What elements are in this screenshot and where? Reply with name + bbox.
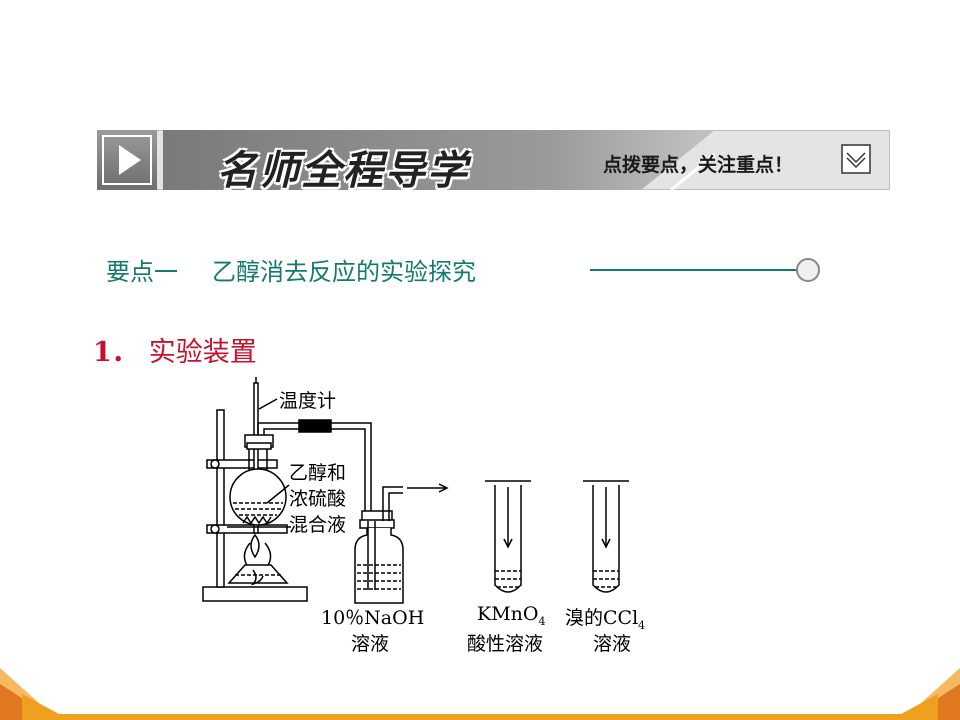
stand-base bbox=[202, 586, 308, 602]
stand-rod bbox=[216, 409, 225, 588]
apparatus-diagram: 温度计 乙醇和 浓硫酸 混合液 10％NaOH 溶液 KMnO4 酸性溶液 溴的… bbox=[195, 375, 685, 665]
kmno4-label-line1: KMnO4 bbox=[477, 603, 545, 628]
play-icon bbox=[102, 135, 152, 185]
naoh-label-line1: 10％NaOH bbox=[321, 607, 425, 629]
section-number: 1． bbox=[93, 337, 139, 368]
apparatus-drawing bbox=[202, 377, 629, 604]
title-band bbox=[163, 130, 715, 190]
footer-decoration bbox=[0, 668, 960, 720]
burner-flame bbox=[250, 533, 260, 559]
mixture-label-line1: 乙醇和 bbox=[289, 462, 347, 484]
kmno4-subscript: 4 bbox=[538, 614, 546, 628]
banner-title: 名师全程导学 bbox=[217, 148, 469, 194]
ccl4-formula: 溴的CCl bbox=[565, 607, 639, 629]
mixture-label-line2: 浓硫酸 bbox=[289, 488, 347, 510]
ccl4-subscript: 4 bbox=[638, 618, 646, 632]
play-button[interactable] bbox=[97, 130, 157, 190]
key-point-number: 要点一 bbox=[106, 258, 178, 286]
mixture-label-line3: 混合液 bbox=[289, 514, 347, 536]
kmno4-label-line2: 酸性溶液 bbox=[467, 633, 544, 655]
section-title: 1． 实验装置 bbox=[93, 330, 257, 369]
chevron-down-icon[interactable] bbox=[841, 144, 871, 174]
naoh-label-line2: 溶液 bbox=[351, 633, 390, 655]
key-point-text: 乙醇消去反应的实验探究 bbox=[212, 258, 476, 286]
alcohol-lamp bbox=[227, 564, 289, 584]
kmno4-formula: KMnO bbox=[477, 603, 539, 625]
banner: 名师全程导学 点拨要点，关注重点！ bbox=[97, 130, 890, 194]
key-point-heading: 要点一 乙醇消去反应的实验探究 bbox=[106, 252, 476, 287]
thermometer-label: 温度计 bbox=[279, 390, 337, 412]
heading-circle-icon bbox=[796, 258, 820, 282]
ccl4-label-line1: 溴的CCl4 bbox=[565, 603, 645, 632]
round-flask bbox=[229, 468, 287, 526]
ccl4-label-line2: 溶液 bbox=[593, 633, 632, 655]
section-title-text: 实验装置 bbox=[148, 337, 257, 368]
heading-divider bbox=[590, 269, 800, 271]
banner-tagline: 点拨要点，关注重点！ bbox=[603, 154, 794, 176]
